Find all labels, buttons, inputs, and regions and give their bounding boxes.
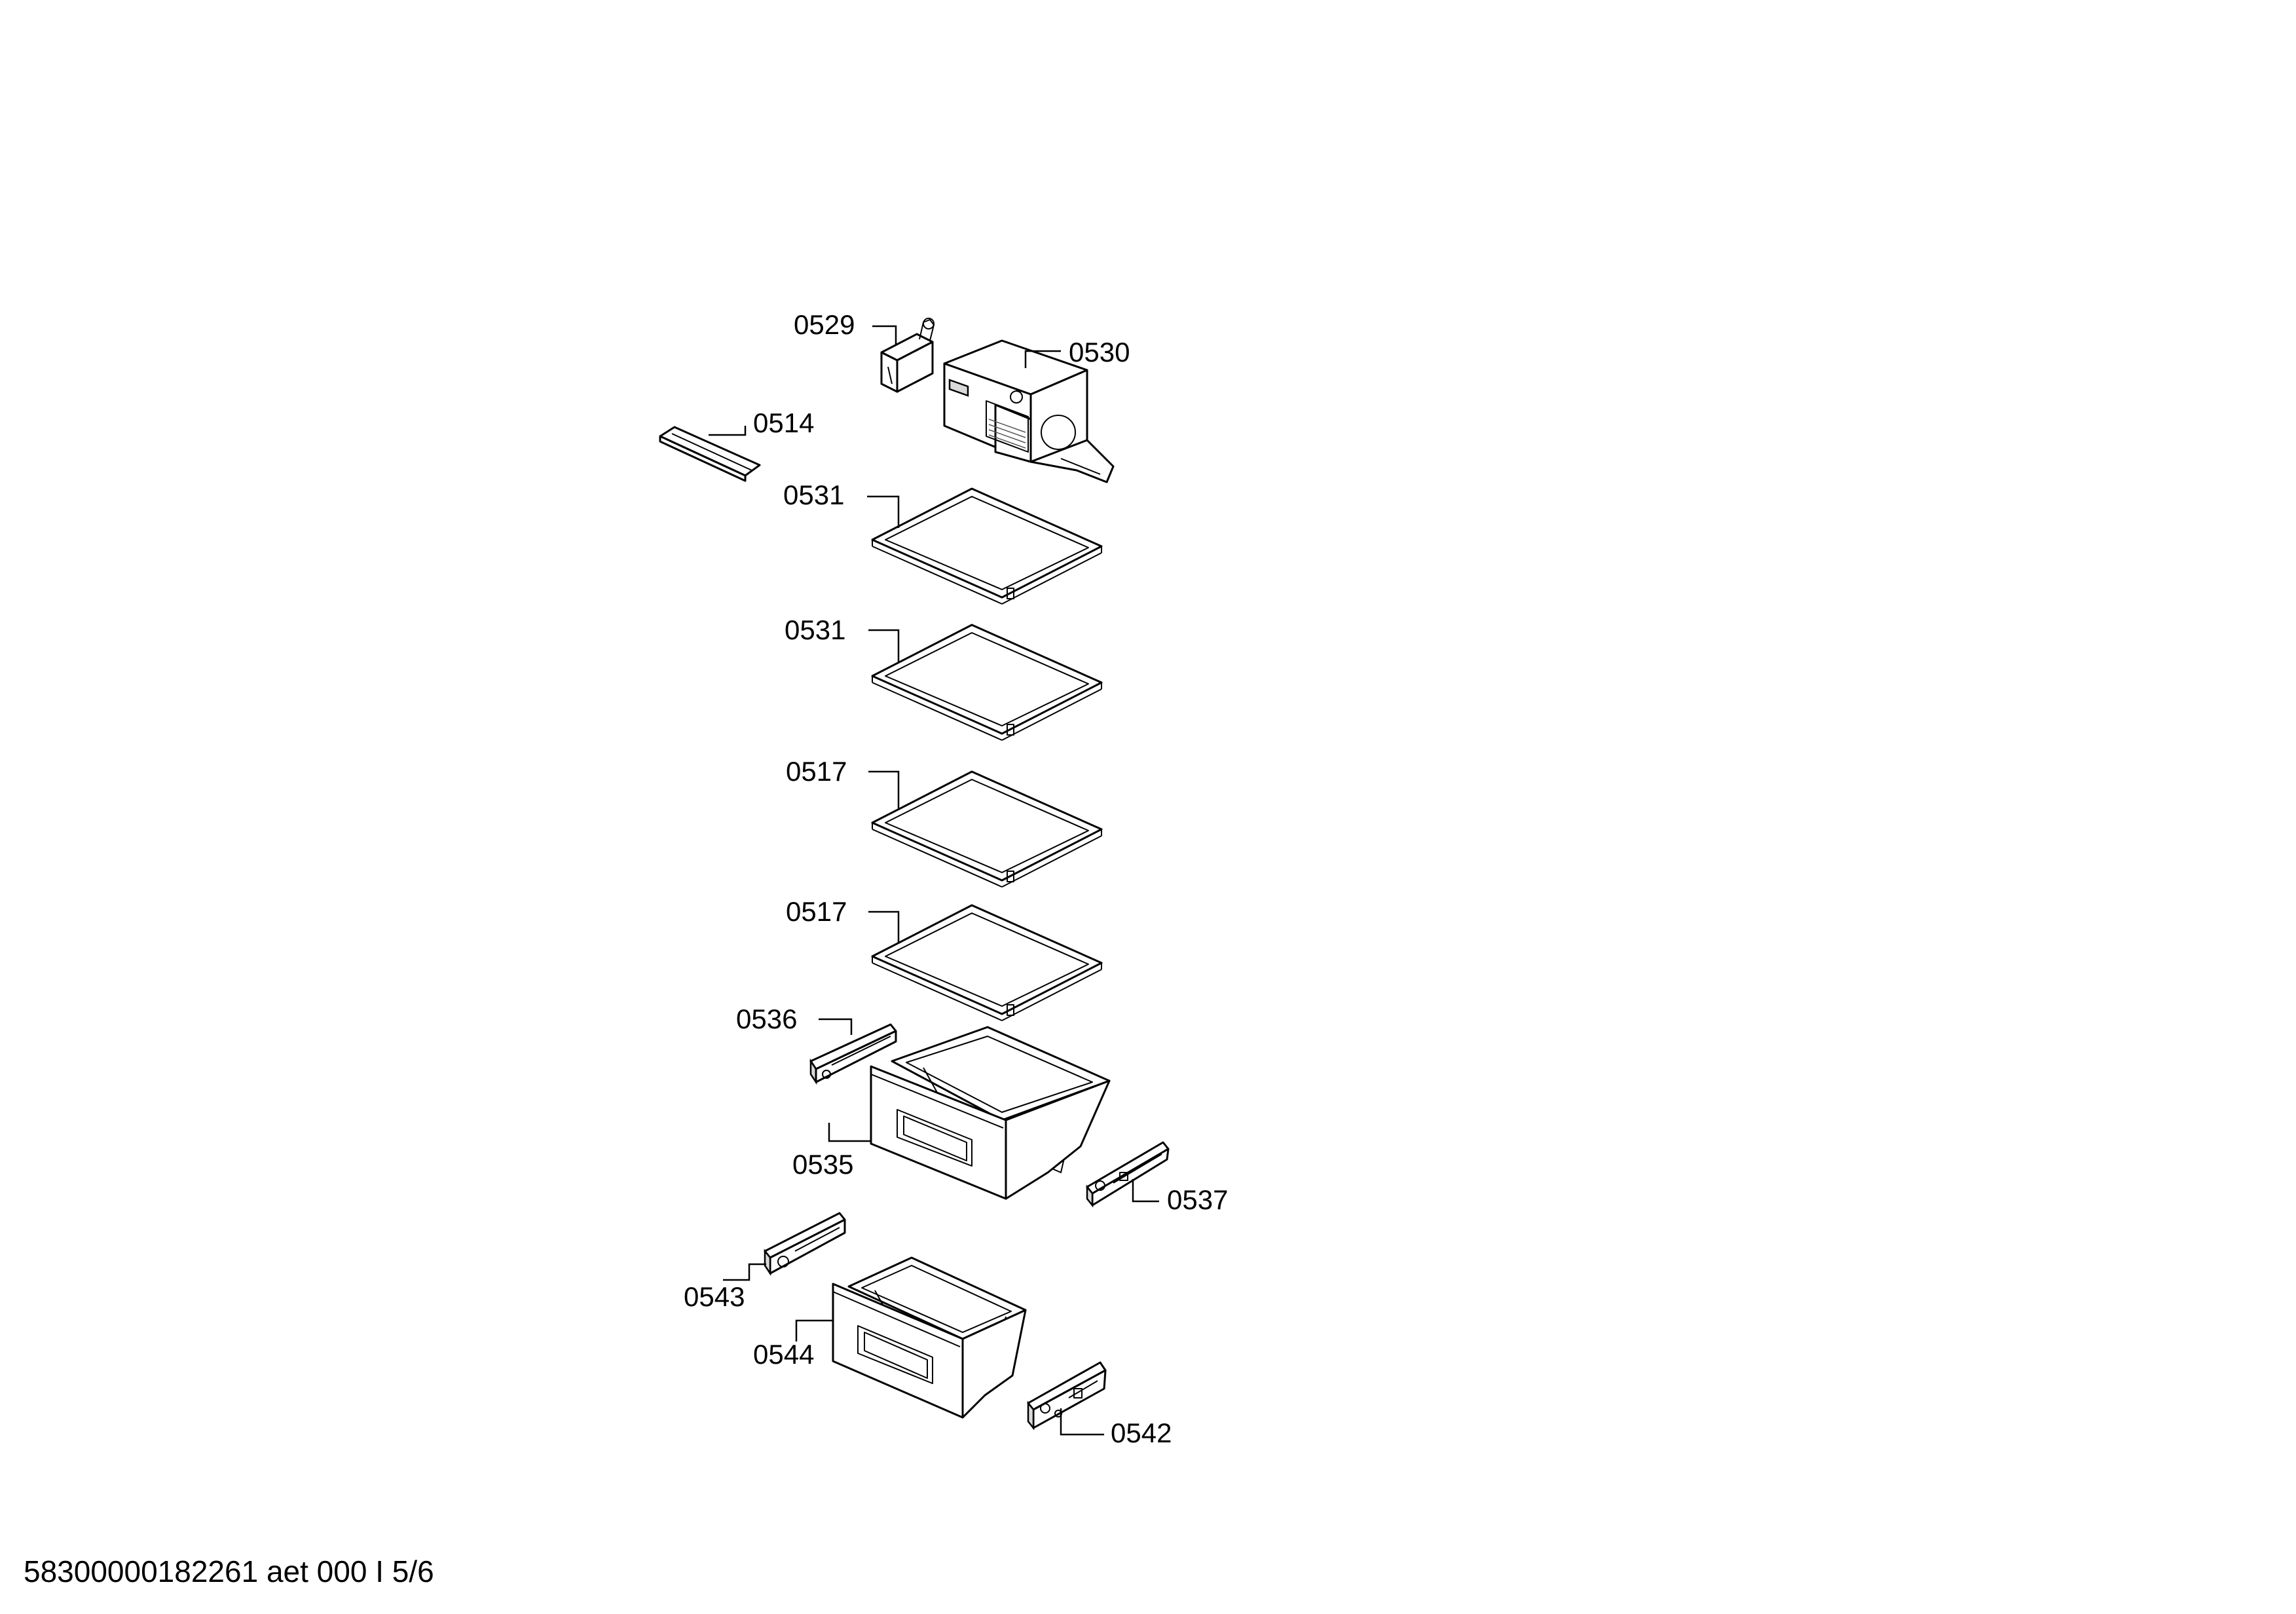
part-label-0537: 0537 [1167, 1184, 1228, 1215]
shelf-0517-upper-drawing [871, 770, 1103, 888]
shelf-0531-lower-drawing [871, 624, 1103, 741]
shelf-0531-upper-drawing [871, 487, 1103, 605]
part-label-0517-lower: 0517 [786, 896, 847, 927]
document-id-footer: 58300000182261 aet 000 I 5/6 [24, 1554, 434, 1588]
part-label-0529: 0529 [794, 309, 855, 340]
part-label-0531-lower: 0531 [785, 614, 845, 645]
shelf-0517-lower-drawing [871, 904, 1103, 1021]
part-0529-drawing [880, 318, 935, 393]
part-label-0544: 0544 [753, 1339, 814, 1370]
part-label-0517-upper: 0517 [786, 756, 847, 787]
part-label-0535: 0535 [792, 1149, 853, 1180]
part-label-0543: 0543 [684, 1281, 745, 1312]
part-0543-drawing [764, 1212, 846, 1277]
part-label-0514: 0514 [753, 407, 814, 438]
part-label-0530: 0530 [1069, 337, 1130, 367]
part-0530-drawing [943, 339, 1115, 483]
part-label-0542: 0542 [1111, 1417, 1172, 1448]
part-0542-drawing [1027, 1361, 1107, 1431]
part-0536-drawing [809, 1023, 897, 1085]
part-label-0536: 0536 [736, 1004, 797, 1034]
part-label-0531-upper: 0531 [783, 479, 844, 510]
part-0537-drawing [1086, 1141, 1170, 1208]
part-0544-drawing [832, 1256, 1027, 1419]
part-0514-drawing [659, 426, 761, 482]
part-0535-drawing [870, 1026, 1111, 1200]
